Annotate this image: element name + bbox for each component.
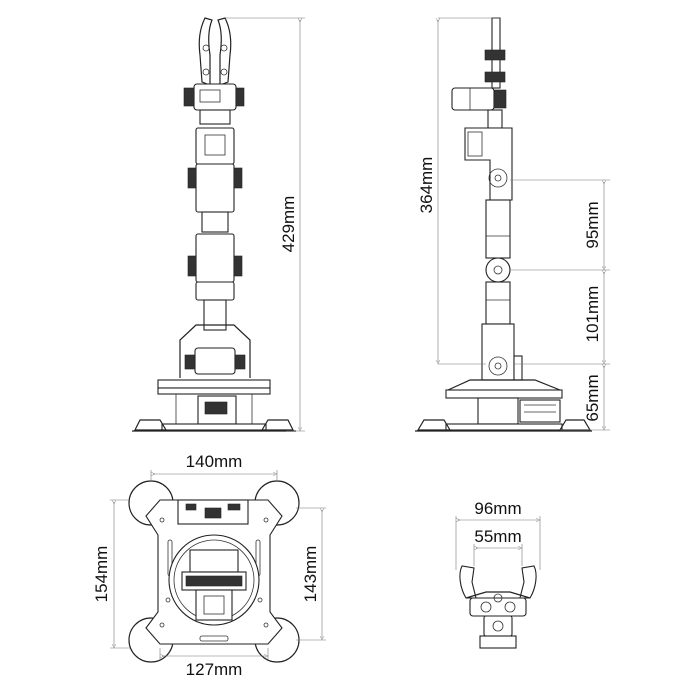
- front-height-label: 429mm: [279, 196, 298, 253]
- front-gripper: [183, 17, 245, 125]
- front-height-dimension: 429mm: [225, 17, 305, 432]
- side-view: 364mm 95mm 101mm 65mm: [415, 17, 610, 432]
- top-view-dimensions: 140mm 154mm 143mm 127mm: [92, 452, 326, 679]
- side-middle-segment-label: 101mm: [583, 286, 602, 343]
- side-total-height-dimension: 364mm: [417, 17, 500, 365]
- front-lower-arm: [187, 233, 243, 331]
- side-base: [415, 379, 592, 432]
- front-base: [132, 379, 296, 432]
- gripper-inner-width-label: 55mm: [474, 527, 521, 546]
- top-depth-inner-label: 143mm: [301, 546, 320, 603]
- side-upper-segment-label: 95mm: [583, 201, 602, 248]
- side-upper-arm: [464, 127, 513, 259]
- side-segment-dimensions: 95mm 101mm 65mm: [510, 179, 610, 431]
- top-bottom-width-label: 127mm: [186, 660, 243, 679]
- side-elbow: [485, 257, 511, 325]
- side-gripper: [451, 17, 507, 129]
- gripper-dimensions: 96mm 55mm: [455, 499, 541, 570]
- gripper-view: 96mm 55mm: [455, 499, 541, 649]
- front-view: 429mm: [132, 17, 305, 432]
- top-width-label: 140mm: [186, 452, 243, 471]
- top-depth-outer-label: 154mm: [92, 546, 111, 603]
- front-upper-arm: [187, 127, 243, 233]
- top-view: 140mm 154mm 143mm 127mm: [92, 452, 326, 679]
- side-total-height-label: 364mm: [417, 157, 436, 214]
- side-shoulder: [481, 323, 523, 381]
- front-shoulder: [179, 324, 251, 378]
- side-base-segment-label: 65mm: [583, 374, 602, 421]
- gripper-outer-width-label: 96mm: [474, 499, 521, 518]
